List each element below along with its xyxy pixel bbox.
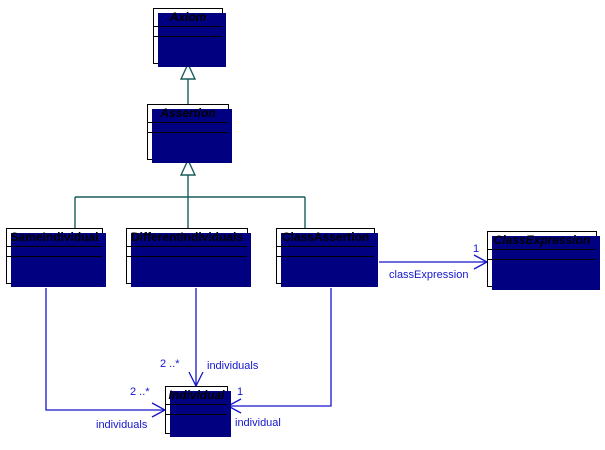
association-role-label-sameindividual-individuals: individuals: [96, 419, 148, 431]
class-name-individual: Individual: [166, 387, 227, 405]
class-name-axiom: Axiom: [154, 9, 222, 27]
association-line: [45, 288, 165, 411]
association-multiplicity-label-sameindividual: 2 ..*: [130, 386, 150, 398]
class-operations-compartment: [277, 257, 374, 311]
class-operations-compartment: [154, 37, 222, 91]
association-multiplicity-label-classassertion-individual: 1: [237, 386, 244, 398]
association-line: [228, 288, 332, 407]
class-box-axiom[interactable]: Axiom: [153, 8, 226, 67]
association-role-label-classexpression: classExpression: [389, 269, 469, 281]
class-box-individual[interactable]: Individual: [165, 386, 231, 437]
class-attributes-compartment: [277, 247, 374, 257]
class-name-differentindividuals: DifferentIndividuals: [127, 229, 247, 247]
association-multiplicity-label-differentindividuals: 2 ..*: [160, 358, 180, 370]
class-box-assertion[interactable]: Assertion: [147, 104, 232, 163]
class-attributes-compartment: [488, 250, 596, 260]
class-operations-compartment: [166, 415, 227, 450]
class-attributes-compartment: [154, 27, 222, 37]
class-box-sameindividual[interactable]: SameIndividual: [6, 228, 106, 287]
class-name-assertion: Assertion: [148, 105, 228, 123]
association-classassertion-classexpression: [379, 254, 489, 270]
association-multiplicity-label-classexpression: 1: [473, 243, 480, 255]
generalization-assertion-to-axiom: [179, 62, 197, 104]
class-name-classassertion: ClassAssertion: [277, 229, 374, 247]
class-operations-compartment: [127, 257, 247, 311]
class-name-sameindividual: SameIndividual: [7, 229, 102, 247]
class-box-classassertion[interactable]: ClassAssertion: [276, 228, 378, 287]
class-operations-compartment: [488, 260, 596, 314]
class-box-classexpression[interactable]: ClassExpression: [487, 231, 600, 290]
class-attributes-compartment: [127, 247, 247, 257]
class-attributes-compartment: [166, 405, 227, 415]
class-attributes-compartment: [148, 123, 228, 133]
class-box-differentindividuals[interactable]: DifferentIndividuals: [126, 228, 251, 287]
class-operations-compartment: [148, 133, 228, 187]
generalization-subclasses-to-assertion: [74, 158, 306, 228]
association-role-label-differentindividuals-individuals: individuals: [207, 360, 259, 372]
class-operations-compartment: [7, 257, 102, 311]
class-name-classexpression: ClassExpression: [488, 232, 596, 250]
association-role-label-classassertion-individual: individual: [235, 417, 281, 429]
class-attributes-compartment: [7, 247, 102, 257]
generalization-triangle-icon: [179, 62, 197, 80]
